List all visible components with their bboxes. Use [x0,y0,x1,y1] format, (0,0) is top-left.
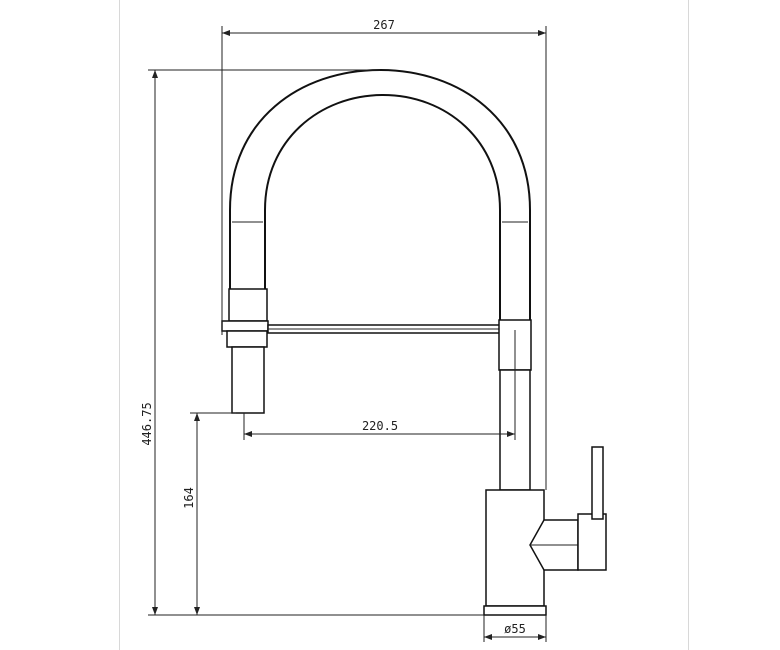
dimension-overall-width: 267 [221,18,547,490]
lever-hub [577,513,607,571]
dimension-spout-height-label: 164 [182,487,196,509]
dimension-overall-width-label: 267 [373,18,395,32]
base-plate [483,605,547,616]
dimension-spout-reach-label: 220.5 [362,419,398,433]
spray-head-grip [226,330,268,348]
dimension-overall-height: 446.75 [140,69,484,616]
dimension-base-diameter: ø55 [483,615,547,642]
right-frame-border [688,0,689,650]
spout-outer-arc [229,68,531,320]
spray-head-nozzle [231,346,265,414]
spray-head-collar [228,288,268,322]
dimension-spout-reach: 220.5 [243,330,516,440]
faucet-body [221,68,607,616]
spray-head-ring [221,320,269,332]
spout-inner-arc [264,93,501,325]
dimension-base-diameter-label: ø55 [504,622,526,636]
lever-handle [591,446,604,520]
left-frame-border [119,0,120,650]
dimension-overall-height-label: 446.75 [140,402,154,445]
dimension-spout-height: 164 [182,412,236,615]
